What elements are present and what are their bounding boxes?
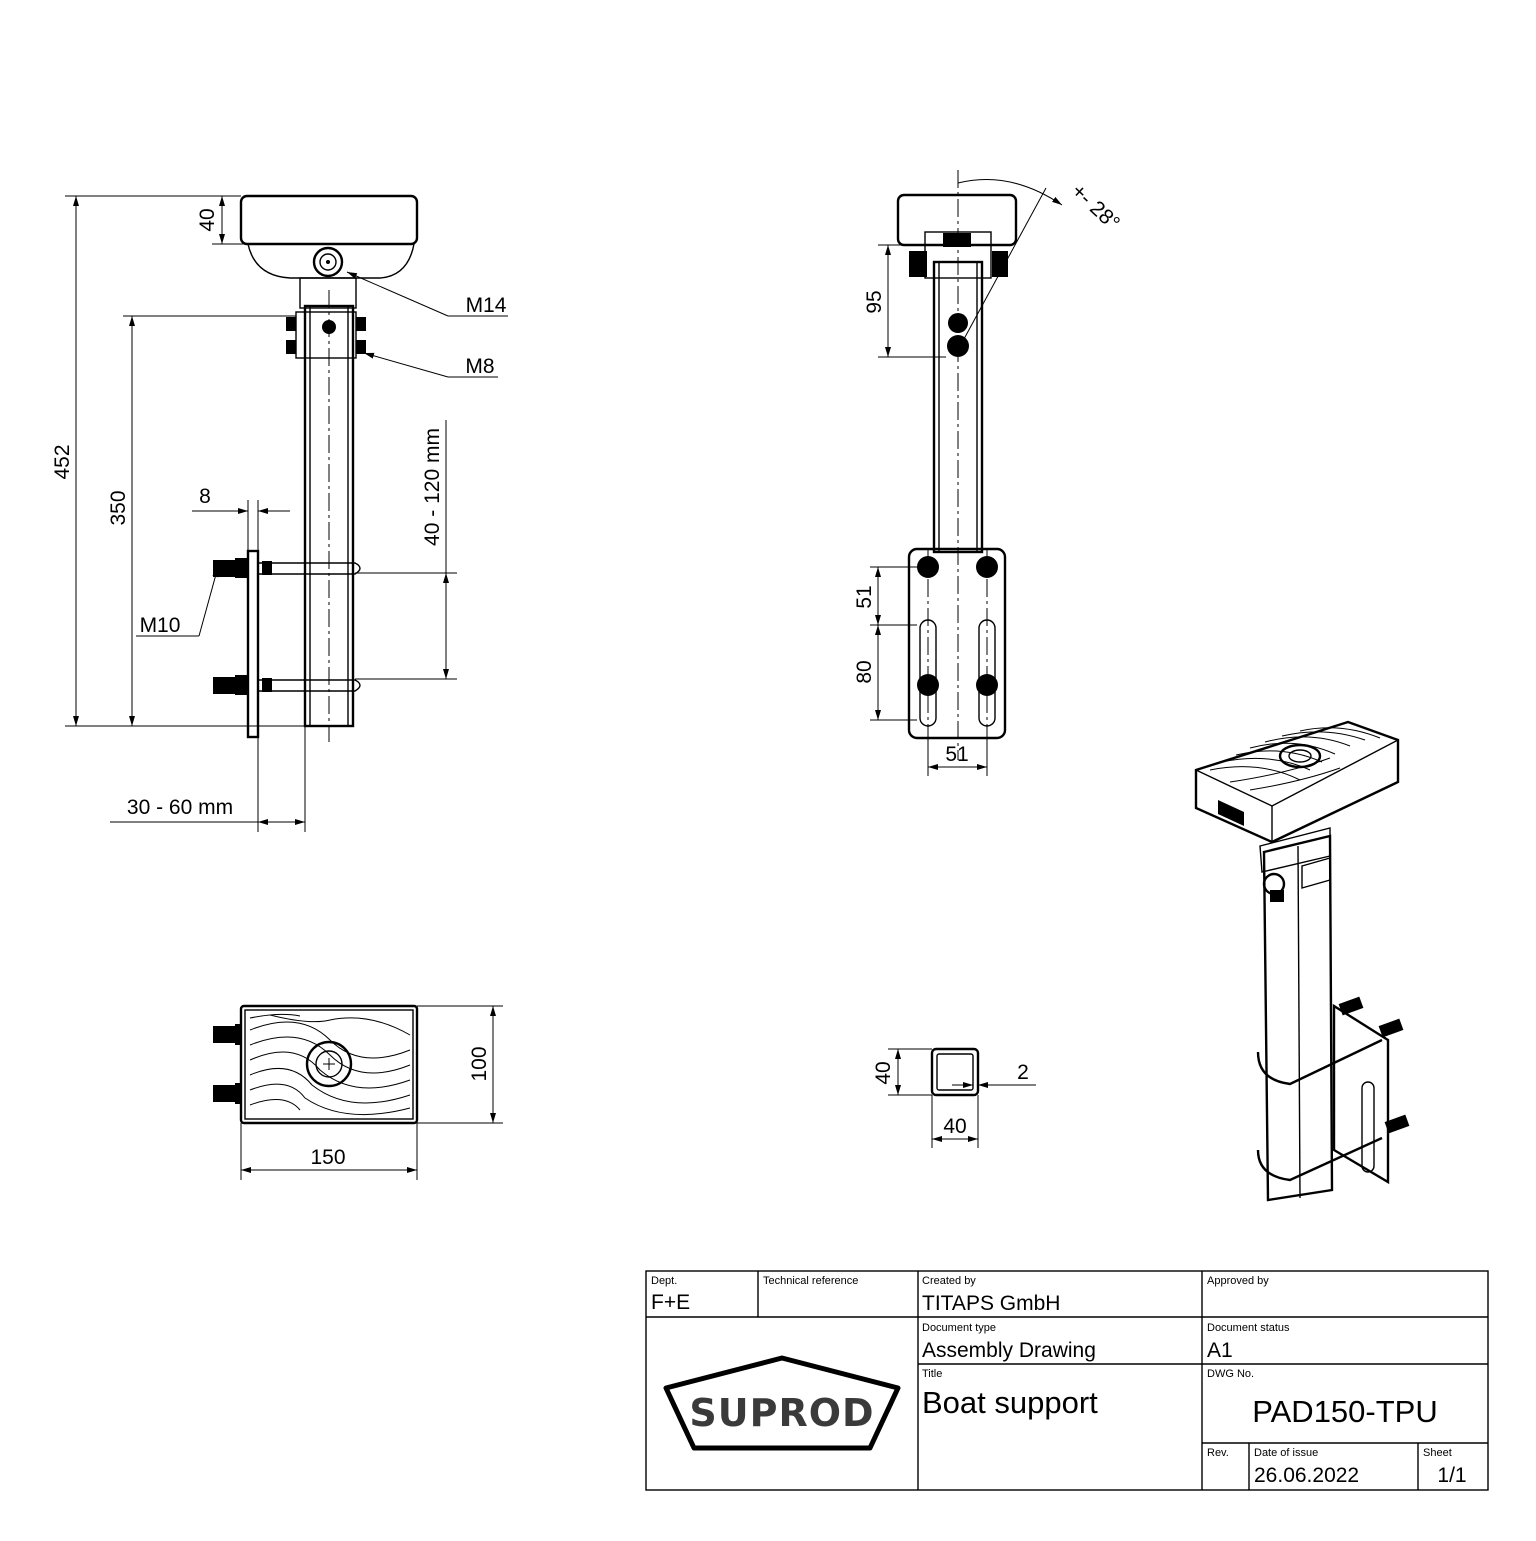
dim-tube-height: 40 [872,1061,895,1084]
rev-label: Rev. [1207,1447,1229,1459]
dim-8: 8 [199,485,211,508]
dim-150: 150 [310,1146,345,1169]
dwg-no-value: PAD150-TPU [1252,1394,1438,1429]
angle-arc [957,178,1063,206]
created-by-value: TITAPS GmbH [922,1292,1060,1315]
m14-bolt [312,246,344,278]
dim-100: 100 [468,1046,491,1081]
doc-type-label: Document type [922,1322,996,1334]
m8-bolt [286,317,296,331]
doc-status-label: Document status [1207,1322,1290,1334]
dim-95: 95 [863,290,886,313]
u-bolt-top [258,562,361,575]
dim-tube-width: 40 [943,1115,966,1138]
dim-30-60: 30 - 60 mm [127,796,233,819]
label-m8: M8 [465,355,494,378]
dim-40-120: 40 - 120 mm [421,428,444,546]
isometric-view [1194,720,1410,1202]
title-label: Title [922,1368,942,1380]
top-pad [239,1004,419,1125]
pad-body [239,194,419,246]
dim-40-pad: 40 [196,208,219,231]
suprod-logo: SUPROD [663,1355,901,1451]
top-view: 100 150 [213,1004,503,1180]
side-mount-plate [907,547,1007,740]
dim-angle: +- 28° [1067,179,1124,235]
doc-status-value: A1 [1207,1339,1233,1362]
dim-51-horizontal: 51 [945,743,968,766]
title-block-frame [645,1270,1489,1491]
iso-clamp-plate [1332,1003,1390,1185]
iso-pad [1194,720,1400,844]
iso-tube [1262,834,1334,1202]
dim-350: 350 [107,490,130,525]
dim-tube-wall: 2 [1017,1061,1029,1084]
label-m10: M10 [140,614,181,637]
date-label: Date of issue [1254,1447,1318,1459]
pad-surface-pattern [249,1013,411,1116]
clamp-plate [246,549,260,739]
dwg-no-label: DWG No. [1207,1368,1254,1380]
iso-u-bolt-bottom [1256,1136,1383,1182]
dept-value: F+E [651,1291,690,1314]
tube-section-outer [930,1047,980,1097]
bracket-head [299,277,357,309]
doc-type-value: Assembly Drawing [922,1339,1096,1362]
dim-80: 80 [853,660,876,683]
pivot-hole [322,320,336,334]
title-block: Dept. F+E Technical reference Created by… [645,1270,1489,1491]
sheet-label: Sheet [1423,1447,1452,1459]
tech-ref-label: Technical reference [763,1275,858,1287]
created-by-label: Created by [922,1275,976,1287]
dim-452: 452 [51,444,74,479]
label-m14: M14 [466,294,507,317]
dept-label: Dept. [651,1275,677,1287]
front-view: 452 350 40 8 40 - 120 mm 30 - 60 mm M14 [51,194,508,832]
title-value: Boat support [922,1385,1098,1420]
date-value: 26.06.2022 [1254,1464,1359,1487]
u-bolt-bottom [258,679,361,692]
approved-by-label: Approved by [1207,1275,1269,1287]
logo-text: SUPROD [689,1391,874,1435]
iso-u-bolt-top [1256,1038,1383,1086]
side-view: +- 28° 95 51 80 51 [853,170,1124,776]
dim-51-vertical: 51 [853,585,876,608]
tube-section: 40 40 2 [872,1047,1036,1148]
sheet-value: 1/1 [1437,1464,1466,1487]
